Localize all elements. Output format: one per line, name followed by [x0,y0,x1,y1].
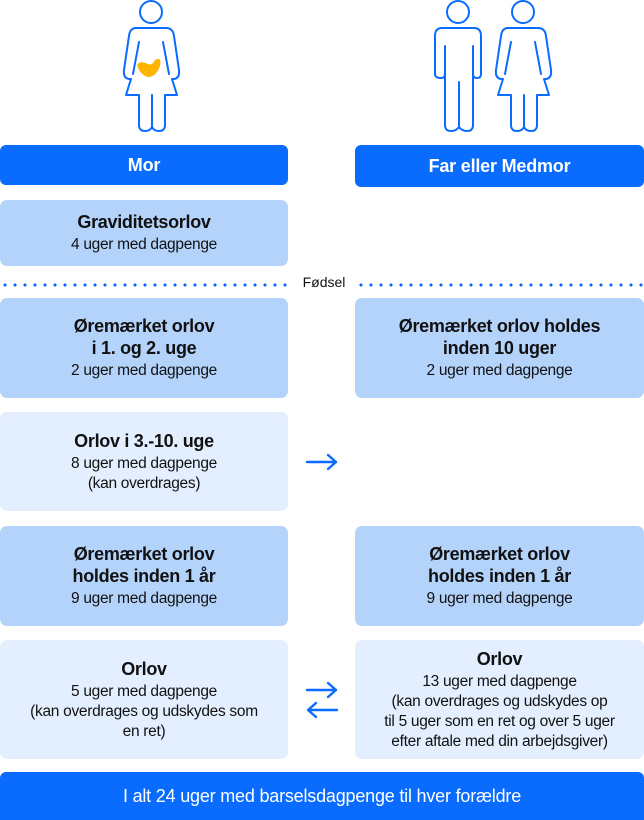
column-header-father-label: Far eller Medmor [428,155,571,176]
pregnancy-leave-box: Graviditetsorlov 4 uger med dagpenge [0,200,288,266]
box-title-line: inden 10 uger [442,338,557,358]
box-title-line: Orlov [121,658,167,679]
box-title-line: Øremærket orlov [73,316,215,336]
box-note: til 5 uger som en ret og over 5 uger [384,712,615,730]
box-title-line: Øremærket orlov [73,544,215,564]
swap-arrows-icon [305,681,339,719]
man-and-woman-icon [434,0,553,132]
mother-leave-week3-10-box: Orlov i 3.-10. uge 8 uger med dagpenge (… [0,412,288,511]
pregnant-woman-icon [122,0,181,132]
box-note: (kan overdrages og udskydes som [30,702,258,720]
box-title-line: Orlov [476,648,523,669]
box-title: Graviditetsorlov [77,212,211,232]
box-title-line: holdes inden 1 år [72,566,216,586]
box-note: efter aftale med din arbejdsgiver) [391,732,608,750]
right-arrow-icon [305,453,338,471]
birth-divider-right [356,283,644,287]
box-subtitle: 13 uger med dagpenge [422,672,577,690]
box-title-line: Øremærket orlov [429,544,570,564]
box-subtitle: 5 uger med dagpenge [71,682,217,700]
mother-earmarked-1year-box: Øremærket orlov holdes inden 1 år 9 uger… [0,526,288,626]
box-title-line: Orlov i 3.-10. uge [74,430,214,451]
father-earmarked-1year-box: Øremærket orlov holdes inden 1 år 9 uger… [355,526,644,626]
father-transferable-leave-box: Orlov 13 uger med dagpenge (kan overdrag… [355,640,644,759]
column-header-mother-label: Mor [127,154,161,175]
box-note: (kan overdrages) [87,474,201,492]
column-header-father-comother: Far eller Medmor [355,145,644,187]
box-title-line: holdes inden 1 år [428,566,571,586]
birth-divider-label: Fødsel [302,274,346,290]
mother-earmarked-week1-2-box: Øremærket orlov i 1. og 2. uge 2 uger me… [0,298,288,398]
box-subtitle: 9 uger med dagpenge [71,590,217,607]
total-summary-text: I alt 24 uger med barselsdagpenge til hv… [122,785,522,806]
box-note: (kan overdrages og udskydes op [391,692,608,710]
total-summary-banner: I alt 24 uger med barselsdagpenge til hv… [0,772,644,820]
mother-transferable-leave-box: Orlov 5 uger med dagpenge (kan overdrage… [0,640,288,759]
box-subtitle: 2 uger med dagpenge [71,362,217,379]
box-subtitle: 2 uger med dagpenge [426,362,573,379]
father-earmarked-10weeks-box: Øremærket orlov holdes inden 10 uger 2 u… [355,298,644,398]
column-header-mother: Mor [0,145,288,185]
birth-divider-left [0,283,290,287]
box-subtitle: 4 uger med dagpenge [71,236,217,253]
box-title-line: Øremærket orlov holdes [398,316,601,336]
box-note: en ret) [122,722,166,740]
box-title-line: i 1. og 2. uge [91,338,197,358]
box-subtitle: 9 uger med dagpenge [426,590,573,607]
box-subtitle: 8 uger med dagpenge [71,454,217,472]
